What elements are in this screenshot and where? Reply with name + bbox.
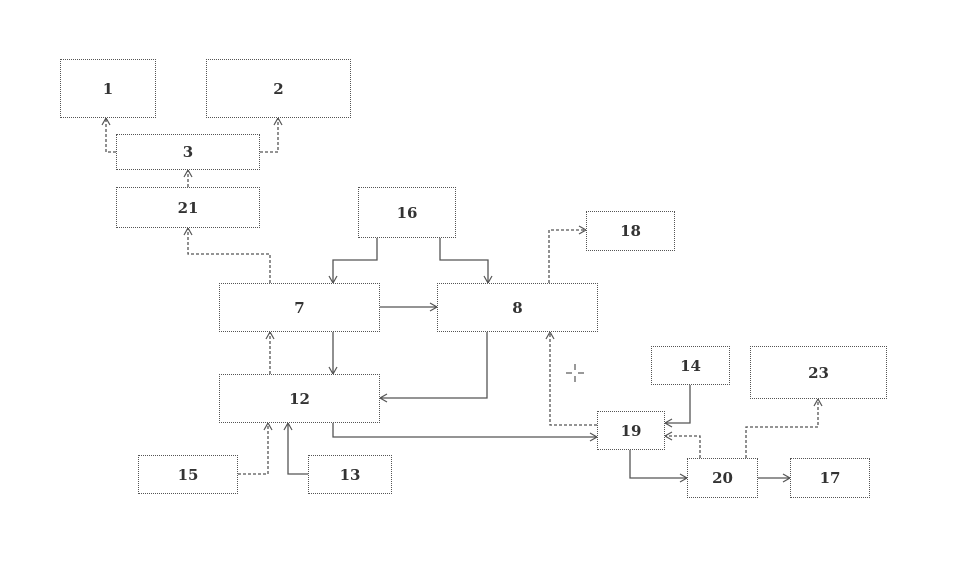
edge-19-to-20 — [629, 450, 689, 483]
block-label: 16 — [396, 203, 418, 222]
edge-8-to-12 — [378, 332, 488, 403]
block-label: 7 — [294, 298, 305, 317]
block-label: 12 — [289, 389, 310, 408]
edge-16-to-8 — [439, 238, 493, 285]
block-2: 2 — [206, 59, 351, 118]
block-14: 14 — [651, 346, 730, 385]
edge-20-to-19 — [663, 431, 701, 458]
block-19: 19 — [597, 411, 665, 450]
block-1: 1 — [60, 59, 156, 118]
block-label: 23 — [808, 363, 829, 382]
block-7: 7 — [219, 283, 380, 332]
edge-13-to-12 — [283, 421, 308, 475]
block-20: 20 — [687, 458, 758, 498]
block-12: 12 — [219, 374, 380, 423]
block-23: 23 — [750, 346, 887, 399]
block-label: 17 — [819, 469, 841, 487]
crosshair-cursor-icon — [566, 364, 584, 382]
block-18: 18 — [586, 211, 675, 251]
edge-7-to-21 — [183, 226, 271, 283]
block-label: 14 — [680, 356, 701, 375]
block-label: 2 — [273, 79, 284, 98]
block-label: 18 — [620, 222, 641, 240]
block-8: 8 — [437, 283, 598, 332]
edge-8-to-18 — [548, 225, 588, 283]
edge-15-to-12 — [238, 421, 273, 475]
block-label: 21 — [177, 198, 199, 217]
edge-20-to-23 — [745, 397, 823, 458]
block-label: 19 — [620, 421, 642, 440]
block-label: 15 — [177, 465, 199, 484]
edge-19-to-8 — [545, 330, 597, 426]
block-label: 8 — [512, 298, 523, 317]
edge-16-to-7 — [328, 238, 378, 285]
block-21: 21 — [116, 187, 260, 228]
block-17: 17 — [790, 458, 870, 498]
block-label: 3 — [182, 143, 194, 161]
edge-14-to-19 — [663, 385, 691, 428]
edge-3-to-2 — [260, 116, 283, 153]
block-13: 13 — [308, 455, 392, 494]
block-16: 16 — [358, 187, 456, 238]
block-label: 1 — [102, 79, 114, 98]
block-15: 15 — [138, 455, 238, 494]
block-label: 13 — [339, 465, 361, 484]
edge-3-to-1 — [101, 116, 116, 153]
block-label: 20 — [712, 469, 733, 487]
edge-12-to-19 — [332, 423, 599, 442]
block-3: 3 — [116, 134, 260, 170]
